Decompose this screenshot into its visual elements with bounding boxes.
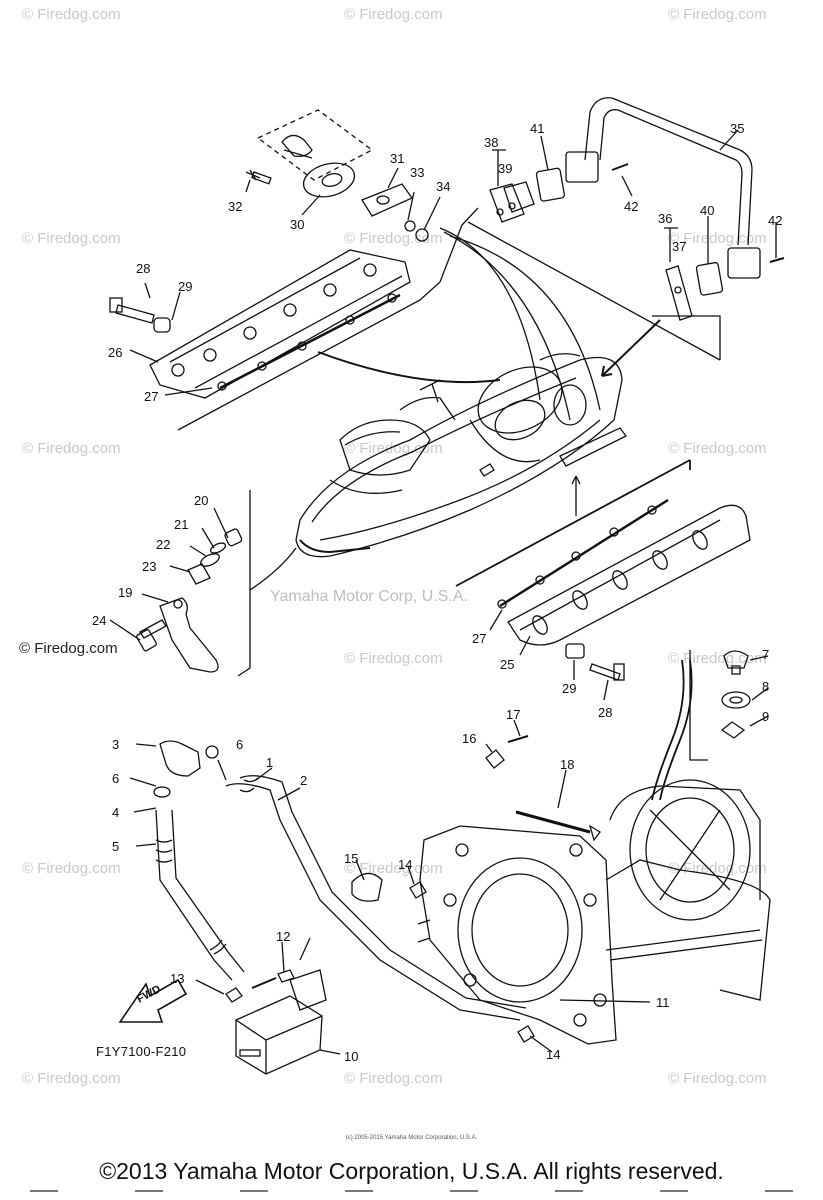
tie-clamp xyxy=(351,735,601,1043)
watermark: © Firedog.com xyxy=(344,440,443,457)
control-unit xyxy=(225,969,327,1075)
callout: 32 xyxy=(228,199,243,214)
watermark: © Firedog.com xyxy=(668,650,767,667)
callout: 6 xyxy=(236,737,244,752)
callout: 22 xyxy=(156,537,171,552)
callout: 35 xyxy=(730,121,745,136)
watermark: © Firedog.com xyxy=(668,6,767,23)
callout: 33 xyxy=(410,165,425,180)
callout: 1 xyxy=(266,755,274,770)
callout: 10 xyxy=(344,1049,359,1064)
watermark: © Firedog.com xyxy=(22,860,121,877)
callout: 34 xyxy=(436,179,451,194)
callout: 4 xyxy=(112,805,120,820)
callout: 36 xyxy=(658,211,673,226)
watermark: © Firedog.com xyxy=(22,1070,121,1087)
callout: 20 xyxy=(194,493,209,508)
callout: 42 xyxy=(768,213,783,228)
tiny-copyright: (c) 2005-2015 Yamaha Motor Corporation, … xyxy=(345,1135,478,1141)
callout: 27 xyxy=(472,631,487,646)
callout: 29 xyxy=(178,279,193,294)
callout: 23 xyxy=(142,559,157,574)
center-watermark: Yamaha Motor Corp, U.S.A. xyxy=(270,588,468,605)
watermark: © Firedog.com xyxy=(22,230,121,247)
watermark: © Firedog.com xyxy=(344,650,443,667)
callout: 38 xyxy=(484,135,499,150)
callout: 12 xyxy=(276,929,291,944)
rail-right xyxy=(497,498,751,681)
strap-bracket xyxy=(136,528,243,673)
callout: 11 xyxy=(656,995,670,1010)
callout: 9 xyxy=(762,709,770,724)
bolt-28-upper xyxy=(109,297,171,333)
part-code: F1Y7100-F210 xyxy=(96,1044,187,1059)
callout: 29 xyxy=(562,681,577,696)
drain-plug xyxy=(720,650,751,739)
watermark: © Firedog.com xyxy=(668,230,767,247)
watermark: © Firedog.com xyxy=(344,860,443,877)
callout: 7 xyxy=(762,647,770,662)
rail-left xyxy=(149,249,411,399)
callout: 13 xyxy=(170,971,185,986)
watermark: © Firedog.com xyxy=(344,1070,443,1087)
callout: 28 xyxy=(136,261,151,276)
callout: 8 xyxy=(762,679,770,694)
callout: 31 xyxy=(390,151,405,166)
firedog-label: © Firedog.com xyxy=(19,640,118,657)
callout: 19 xyxy=(118,585,133,600)
grip-bracket-group xyxy=(245,109,429,242)
callout: 21 xyxy=(174,517,189,532)
watermark: © Firedog.com xyxy=(668,440,767,457)
callout: 26 xyxy=(108,345,123,360)
bottom-strip xyxy=(0,1190,823,1200)
grab-handle xyxy=(489,97,785,321)
callout: 24 xyxy=(92,613,107,628)
callout: 2 xyxy=(300,773,308,788)
watercraft xyxy=(295,353,627,558)
watermark: © Firedog.com xyxy=(668,1070,767,1087)
callout: 6 xyxy=(112,771,120,786)
watermark: © Firedog.com xyxy=(22,6,121,23)
callout: 25 xyxy=(500,657,515,672)
callout: 18 xyxy=(560,757,575,772)
copyright-notice: ©2013 Yamaha Motor Corporation, U.S.A. A… xyxy=(99,1158,724,1184)
callout: 40 xyxy=(700,203,715,218)
callout: 42 xyxy=(624,199,639,214)
callout: 41 xyxy=(530,121,545,136)
watermark: © Firedog.com xyxy=(344,6,443,23)
callout: 17 xyxy=(506,707,521,722)
callout: 39 xyxy=(498,161,513,176)
fwd-arrow-icon xyxy=(118,978,188,1023)
callout: 27 xyxy=(144,389,159,404)
callout: 28 xyxy=(598,705,613,720)
watermark: © Firedog.com xyxy=(668,860,767,877)
callout: 5 xyxy=(112,839,120,854)
callout: 15 xyxy=(344,851,359,866)
callout: 3 xyxy=(112,737,120,752)
watermark: © Firedog.com xyxy=(344,230,443,247)
engine-plate xyxy=(417,779,771,1045)
callout: 16 xyxy=(462,731,477,746)
callout: 37 xyxy=(672,239,687,254)
watermark: © Firedog.com xyxy=(22,440,121,457)
callout: 14 xyxy=(398,857,413,872)
callout: 14 xyxy=(546,1047,561,1062)
callout: 30 xyxy=(290,217,305,232)
hoses xyxy=(153,740,527,1021)
